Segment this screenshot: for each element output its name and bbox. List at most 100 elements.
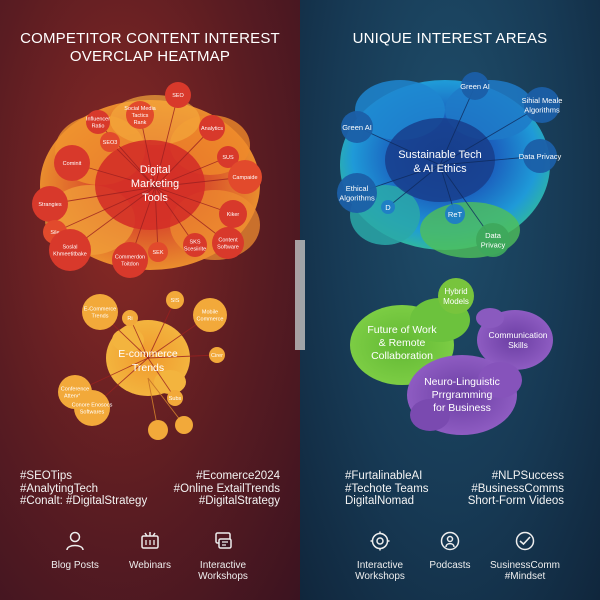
hub2-node-label: Mobile [202, 309, 218, 315]
hub2-node-group: E-CommerceTrendsSISMobileCommerceRiCirer… [58, 291, 227, 440]
hub2-label-line-1: Trends [132, 362, 164, 374]
panel-divider-handle[interactable] [295, 240, 305, 350]
hub1-node[interactable] [228, 160, 262, 194]
right-interactive-workshops-item[interactable]: Interactive Workshops [330, 530, 430, 582]
hub2-node[interactable] [74, 390, 110, 426]
hub1-node[interactable] [212, 227, 244, 259]
hybrid-models-node[interactable] [438, 278, 474, 314]
hub2-node-label: E-Commerce [84, 306, 116, 312]
hub2-node-label: Commerce [197, 316, 224, 322]
hybrid-models-line-0: Hybrid [444, 287, 467, 296]
blob1-node-label: Privacy [481, 241, 506, 250]
right-tag: Short-Form Videos [467, 495, 564, 507]
hub2-node[interactable] [148, 420, 168, 440]
blob1-label-line-1: & AI Ethics [413, 163, 467, 175]
blob1-node[interactable] [445, 204, 465, 224]
hub1-node[interactable] [199, 115, 225, 141]
hub1-node-label: Soslal [63, 244, 78, 250]
hub1-node-label: Tactics [132, 113, 149, 119]
podcasts-label: Podcasts [429, 560, 471, 571]
hub1-node-label: SEO3 [103, 140, 118, 146]
hub1-node[interactable] [49, 229, 91, 271]
left-tag: #DigitalStrategy [198, 495, 280, 507]
blob4-label-line-1: Prrgramming [432, 389, 493, 401]
right-tag: #FurtalinableAI [345, 470, 423, 482]
hub1-node[interactable] [32, 186, 68, 222]
hub1-node[interactable] [148, 242, 168, 262]
hub1-node[interactable] [219, 200, 247, 228]
podcasts-item[interactable]: Podcasts [400, 530, 500, 571]
hub1-node[interactable] [217, 146, 239, 168]
hub2-node[interactable] [122, 310, 138, 326]
mindset-icon [515, 531, 535, 551]
blob2-label-line-0: Future of Work [367, 324, 437, 336]
businesscomm-line-0: SusinessComm [489, 560, 561, 571]
hub1-node[interactable] [165, 82, 191, 108]
blob1-node[interactable] [381, 200, 395, 214]
blob1-label-line-0: Sustainable Tech [398, 149, 482, 161]
right-tag: #NLPSuccess [491, 470, 564, 482]
hub1-node-label: Rank [134, 120, 147, 126]
hub2-node[interactable] [166, 291, 184, 309]
blob2-label-line-2: Collaboration [371, 350, 433, 362]
businesscomm-item[interactable]: SusinessComm #Mindset [475, 530, 575, 582]
right-tags-col2: #NLPSuccess #BusinessComms Short-Form Vi… [468, 470, 564, 508]
hub1-spoke [109, 141, 156, 188]
hub2-node[interactable] [82, 294, 118, 330]
hub1-node-label: Ratio [92, 123, 105, 129]
blob1-node[interactable] [461, 72, 489, 100]
hub1-node[interactable] [126, 101, 154, 129]
webinars-item[interactable]: Webinars [100, 530, 200, 571]
right-tag: #BusinessComms [471, 482, 564, 495]
blob1-node[interactable] [476, 223, 510, 257]
hub1-node-label: SKS [189, 239, 200, 245]
hub2-node-label: SIS [171, 298, 180, 304]
blob1-node-label: Data [485, 231, 502, 240]
hub1-node-label: Analytics [201, 126, 223, 132]
blog-posts-label: Blog Posts [51, 560, 99, 571]
hub2-node-label: Attended [64, 393, 86, 399]
hub1-label-line-2: Tools [142, 192, 168, 204]
hub2-node-label: Conference [61, 386, 89, 392]
hub1-node[interactable] [54, 145, 90, 181]
right-tag: #Techote Teams [345, 482, 429, 495]
hub2-spoke [147, 377, 185, 426]
blob1-node[interactable] [523, 139, 557, 173]
blob1-spoke [387, 164, 441, 208]
interactive-workshops-item[interactable]: Interactive Workshops [173, 530, 273, 582]
hub2-label-line-0: E-commerce [118, 348, 178, 360]
blob1-node[interactable] [524, 87, 560, 123]
blob4-label-line-2: for Business [433, 402, 491, 414]
blob1-node[interactable] [341, 111, 373, 143]
hub2-node-label: Subs [169, 396, 182, 402]
hub2-node[interactable] [175, 416, 193, 434]
hub1-node[interactable] [100, 132, 120, 152]
hub1-spoke [154, 156, 229, 188]
hub2-spoke [147, 299, 176, 359]
hub2-spoke [147, 354, 218, 359]
hub1-node-label: Scesiirite [184, 246, 206, 252]
hub2-node[interactable] [209, 347, 225, 363]
hub2-node[interactable] [167, 390, 183, 406]
workshops-label-line-1: Workshops [198, 571, 248, 582]
blob1-node-label: ReT [448, 210, 463, 219]
left-tag: #Online ExtailTrends [173, 482, 280, 495]
blob1-node[interactable] [337, 173, 377, 213]
hub1-node-label: Strangies [38, 202, 61, 208]
hub1-node[interactable] [183, 233, 207, 257]
hub1-node-label: Cominit [63, 161, 82, 167]
hub1-node-label: Campaide [232, 175, 257, 181]
hub1-node[interactable] [86, 110, 110, 134]
blob1-node-label: Algorithms [524, 106, 560, 115]
nlp-cloud [407, 355, 522, 435]
left-tags-col1: #SEOTips #AnalytingTech #Conalt: #Digita… [20, 470, 147, 508]
hub1-spoke [154, 127, 213, 188]
hub2-node[interactable] [193, 298, 227, 332]
blog-posts-item[interactable]: Blog Posts [25, 530, 125, 571]
hub1-node-label: SEK [152, 250, 163, 256]
hub1-node[interactable] [112, 242, 148, 278]
right-title: UNIQUE INTEREST AREAS [352, 30, 548, 47]
blob1-node-label: Green AI [342, 123, 372, 132]
communication-skills-cloud [476, 308, 553, 370]
blob4-label-line-0: Neuro-Linguistic [424, 376, 500, 388]
